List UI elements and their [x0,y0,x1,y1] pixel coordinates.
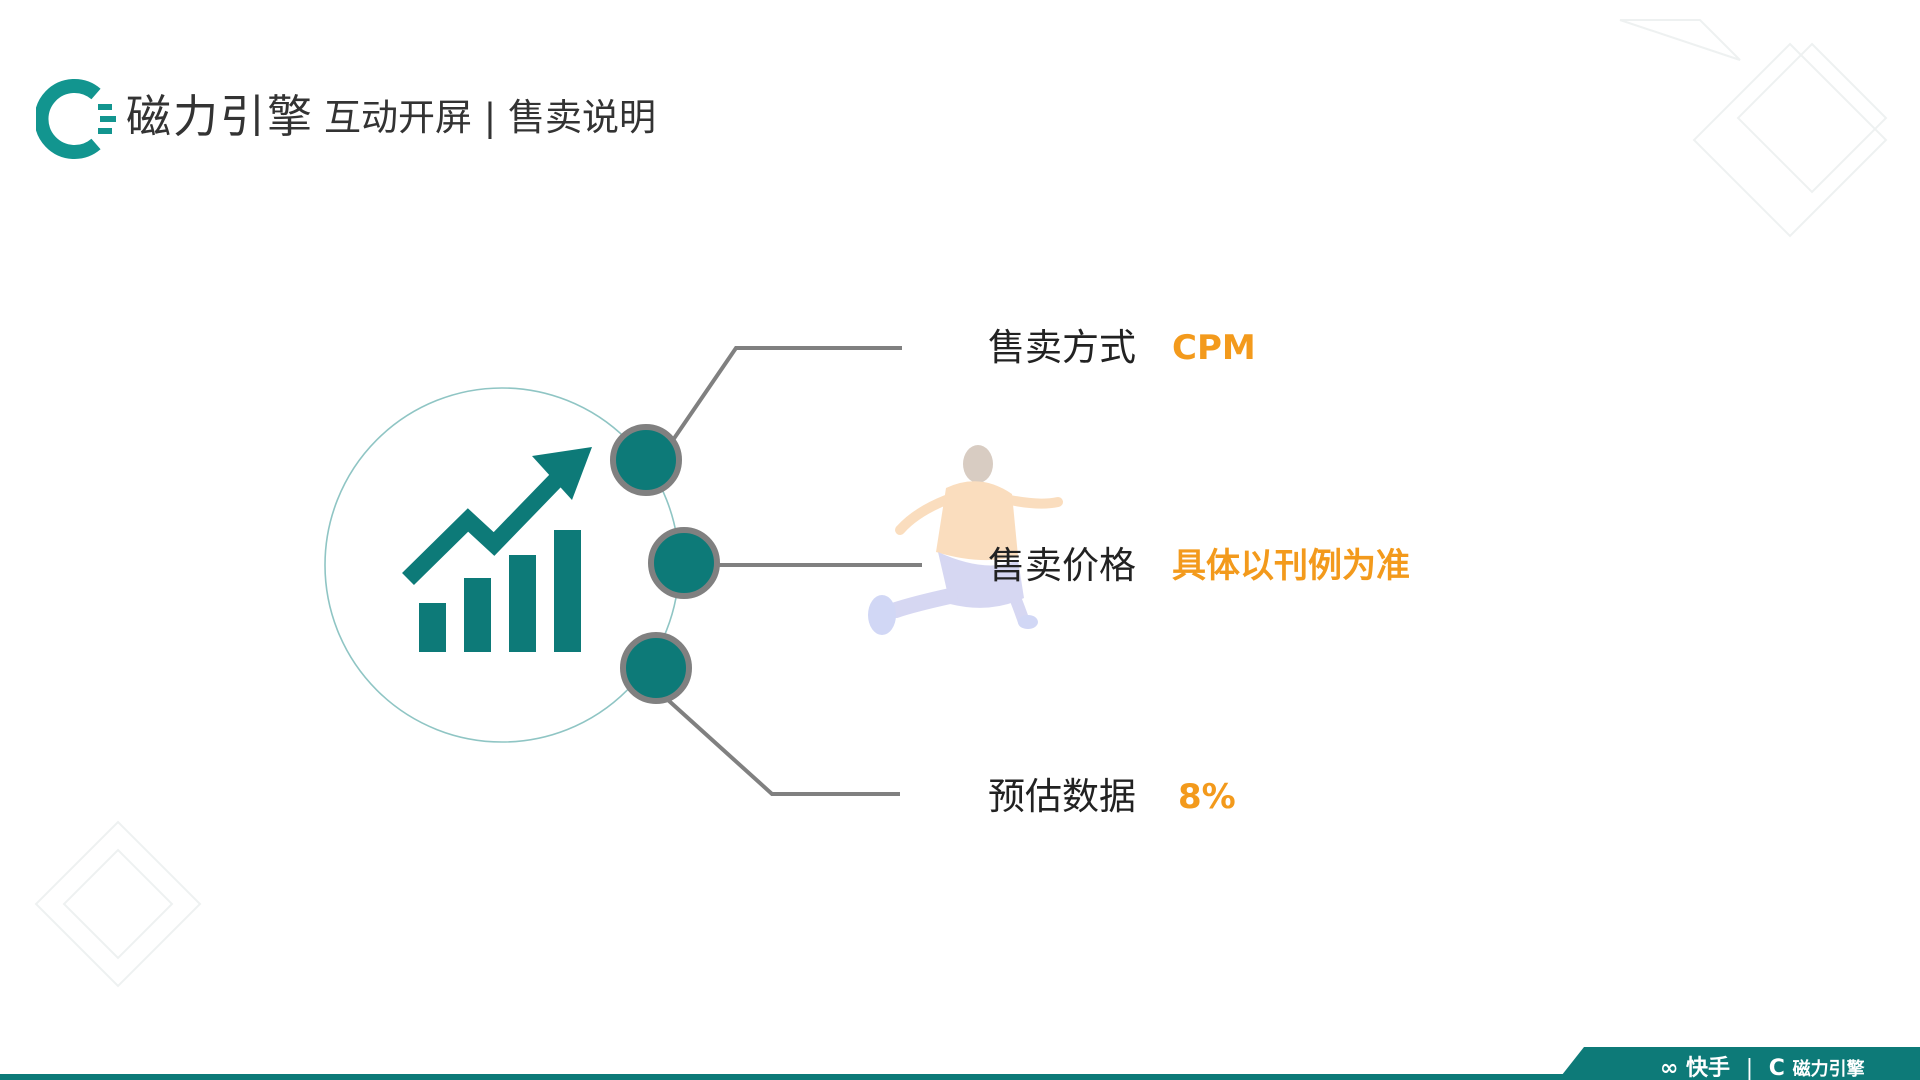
bar-chart-growth-icon [402,447,592,652]
estimate-data-label: 预估数据 [988,775,1136,818]
sale-price-label: 售卖价格 [988,544,1136,587]
footer-logos: ∞ 快手 | C 磁力引擎 [1660,1058,1865,1080]
brand-name: 磁力引擎 [126,90,315,143]
connector-bottom [666,698,900,796]
sale-method-label: 售卖方式 [988,326,1136,369]
node-bottom [620,632,692,704]
connector-lines [666,346,922,796]
sale-price-value: 具体以刊例为准 [1172,546,1410,586]
running-person-illustration [868,445,1063,635]
footer-partner: 快手 [1686,1056,1731,1080]
kuaishou-icon: ∞ [1660,1056,1679,1080]
page-title: 互动开屏 | 售卖说明 [324,96,656,139]
footer-brand: 磁力引擎 [1792,1059,1865,1080]
node-top [610,424,682,496]
footer-separator: | [1745,1056,1754,1080]
magnet-engine-logo-icon [36,79,116,159]
footer-brand-icon: C [1768,1056,1785,1080]
node-middle [648,527,720,599]
footer-tab [1558,1047,1920,1080]
estimate-data-value: 8% [1178,777,1236,817]
sale-method-value: CPM [1172,328,1256,368]
connector-nodes [610,424,720,704]
footer-band [0,1074,1920,1080]
connector-top [671,346,902,442]
